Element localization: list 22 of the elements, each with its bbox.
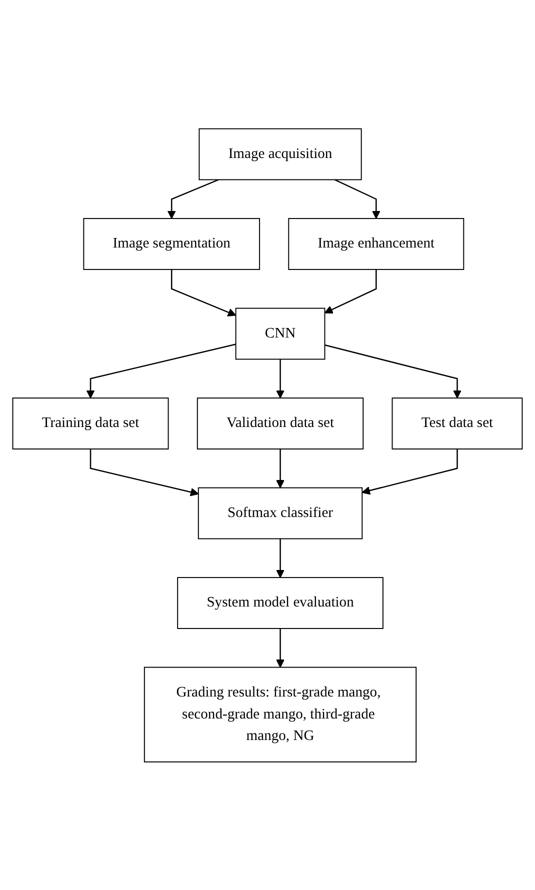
node-box: Test data set — [392, 397, 523, 450]
node-box: Image acquisition — [198, 128, 362, 180]
node-box: Image enhancement — [288, 218, 464, 270]
node-box: Image segmentation — [83, 218, 260, 270]
node-box: System model evaluation — [177, 576, 384, 629]
arrow — [167, 178, 219, 219]
arrow — [324, 344, 462, 398]
node-box: CNN — [235, 307, 326, 360]
node-box: Training data set — [12, 397, 169, 450]
arrow — [362, 448, 458, 494]
arrow — [86, 343, 236, 398]
arrow — [276, 538, 285, 578]
arrow — [90, 448, 199, 496]
node-box: Grading results: first-grade mango, second-grade mango, third-grade mango, NG — [144, 666, 417, 762]
arrow — [276, 448, 285, 488]
arrow — [276, 358, 285, 398]
arrow — [170, 269, 236, 316]
arrow — [324, 269, 377, 314]
arrow — [276, 628, 285, 668]
node-box: Validation data set — [196, 397, 364, 450]
arrow — [334, 178, 380, 219]
node-box: Softmax classifier — [198, 486, 363, 539]
